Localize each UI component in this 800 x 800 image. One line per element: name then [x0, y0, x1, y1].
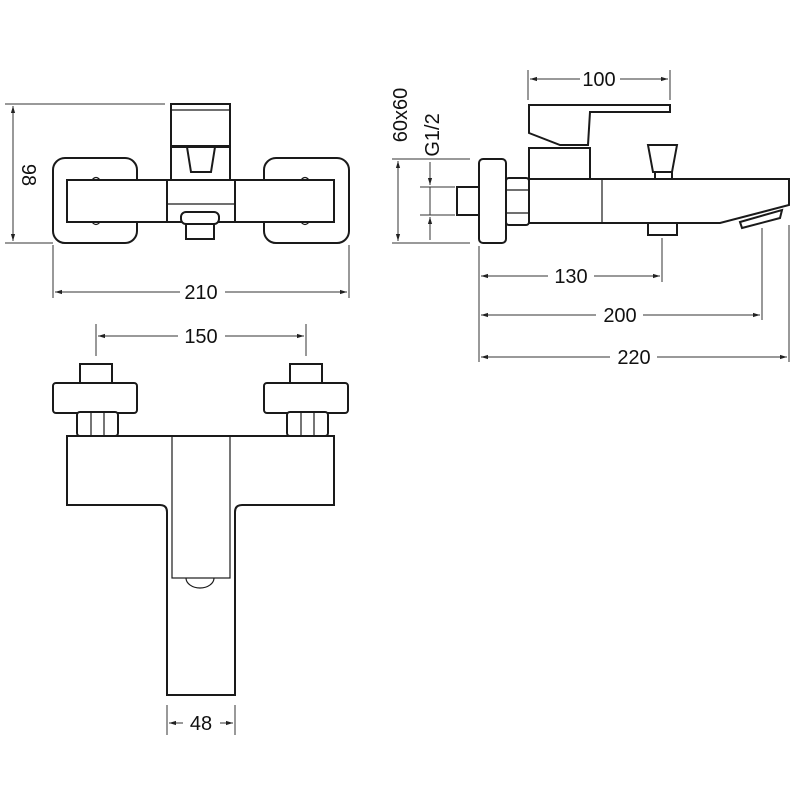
lever-column — [528, 147, 591, 180]
front-view: 98 210 — [5, 103, 350, 304]
left-flange-top — [52, 382, 138, 414]
spout-aerator — [738, 208, 784, 230]
spout-outline — [171, 435, 231, 579]
t-body-bottom — [66, 435, 335, 696]
inlet-pipe — [456, 186, 480, 216]
right-inlet-pipe — [289, 363, 323, 385]
side-flange — [478, 158, 507, 244]
offset-130-label: 130 — [554, 266, 587, 288]
lever-handle — [170, 103, 231, 147]
side-diverter-knob — [646, 144, 679, 173]
depth-220-label: 220 — [617, 347, 650, 369]
width-48-label: 48 — [190, 713, 212, 735]
side-body-spout — [528, 178, 790, 224]
right-flange-top — [263, 382, 349, 414]
outlet-thread — [185, 223, 215, 240]
spout-200-label: 200 — [603, 305, 636, 327]
width-210-label: 210 — [184, 282, 217, 304]
side-outlet-thread — [647, 222, 678, 236]
side-lever — [528, 104, 671, 146]
height-98-label: 98 — [17, 164, 39, 186]
side-view: 100 60x60 G1/2 130 200 220 — [390, 69, 790, 369]
diverter-knob — [185, 146, 217, 173]
flange-60x60-label: 60x60 — [390, 88, 412, 143]
left-nut — [76, 411, 119, 437]
outlet-ring — [180, 211, 220, 225]
lever-100-label: 100 — [582, 69, 615, 91]
left-inlet-pipe — [79, 363, 113, 385]
centers-150-label: 150 — [184, 326, 217, 348]
bottom-view: 150 48 — [52, 324, 349, 735]
hex-nut — [505, 177, 530, 226]
thread-g12-label: G1/2 — [422, 113, 444, 156]
right-nut — [286, 411, 329, 437]
